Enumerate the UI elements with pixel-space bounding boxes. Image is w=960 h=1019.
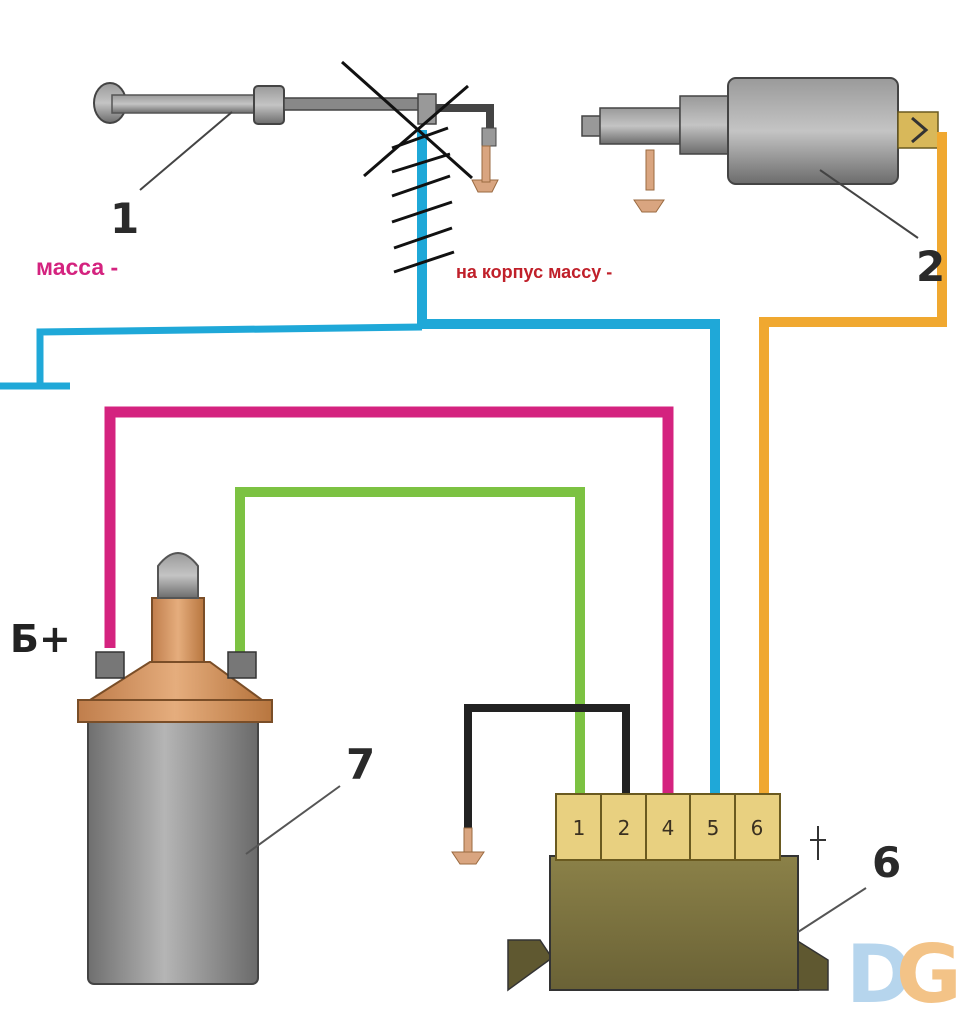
blue-wire: [417, 130, 720, 800]
ignition-coil-7: [77, 552, 341, 985]
sensor-1: [93, 82, 499, 193]
connector-pin-6: 6: [750, 816, 764, 840]
ground-hatching: [391, 126, 455, 274]
black-wire: [464, 704, 630, 840]
connector-pin-2: 2: [617, 816, 631, 840]
magenta-wire: [104, 406, 674, 800]
dg-watermark-logo: D G: [846, 928, 960, 1019]
black-wire-ground-lug: [451, 827, 485, 865]
callout-sensor-1: 1: [110, 194, 140, 243]
callout-coil-7: 7: [346, 740, 376, 789]
svg-text:D: D: [846, 928, 912, 1019]
switch-unit-6: [507, 793, 867, 992]
battery-plus-label: Б+: [10, 617, 71, 661]
orange-wire: [759, 132, 947, 800]
callout-solenoid-2: 2: [916, 242, 946, 291]
solenoid-2: [581, 77, 939, 239]
mass-minus-label: масса -: [36, 254, 119, 280]
svg-text:G: G: [896, 928, 960, 1019]
cross-out-mark: [341, 60, 473, 180]
connector-pin-4: 4: [661, 816, 675, 840]
to-body-mass-label: на корпус массу -: [456, 262, 613, 282]
green-wire: [235, 487, 585, 800]
blue-ground-branch: [0, 323, 423, 390]
connector-pin-5: 5: [706, 816, 720, 840]
connector-pin-1: 1: [572, 816, 586, 840]
callout-switch-6: 6: [872, 838, 902, 887]
